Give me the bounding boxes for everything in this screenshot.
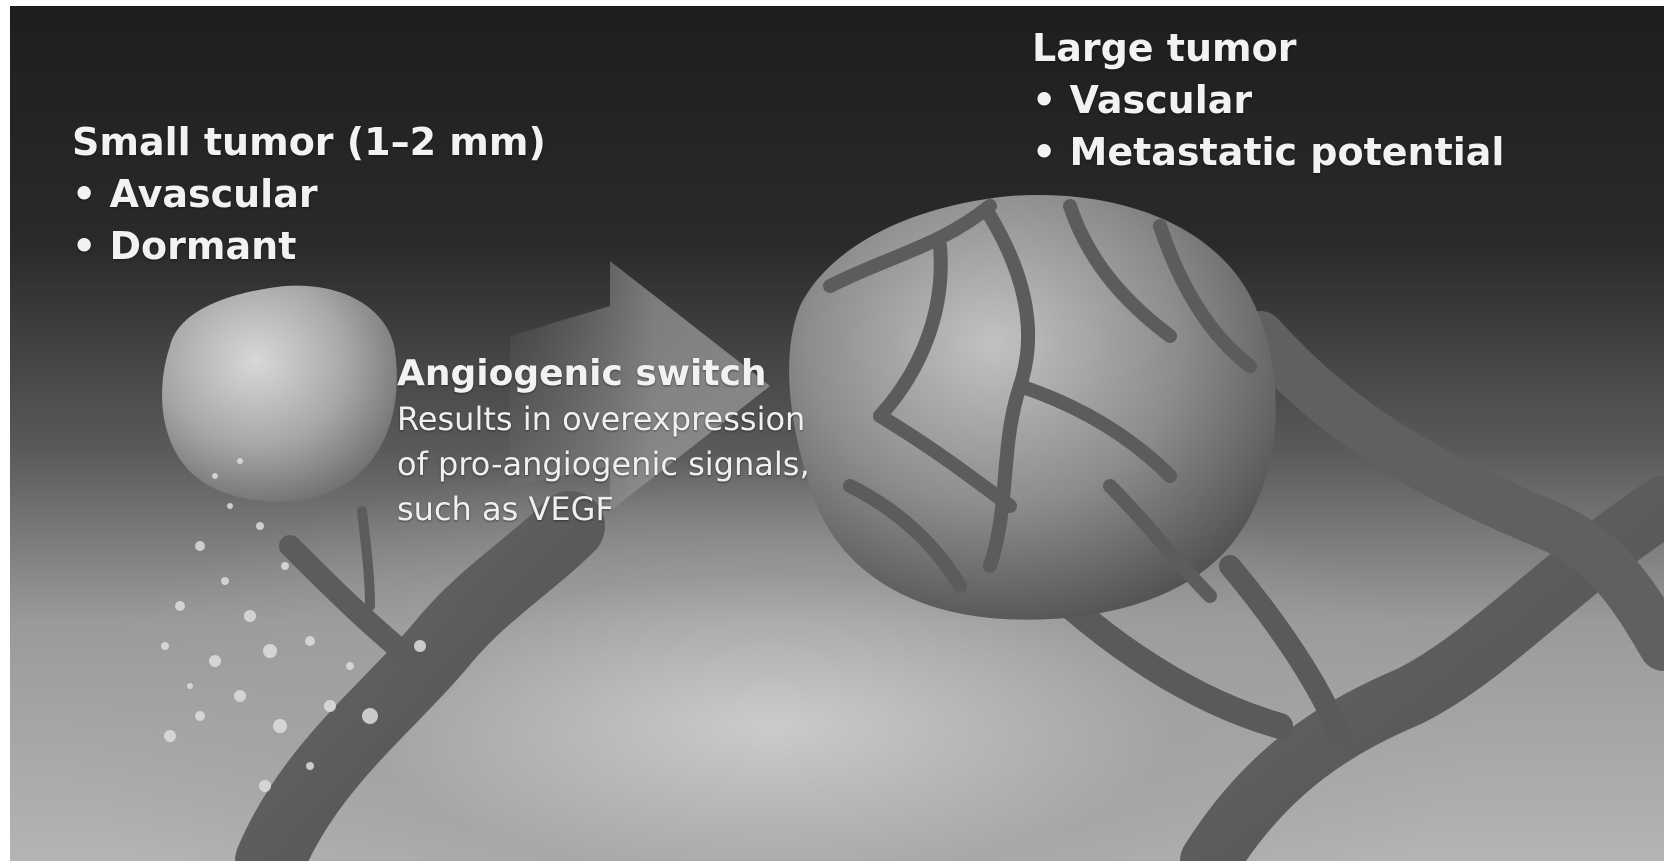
angiogenic-switch-title: Angiogenic switch <box>397 351 810 397</box>
small-tumor-title: Small tumor (1–2 mm) <box>72 116 546 168</box>
small-vessel-branch <box>290 546 420 666</box>
small-tumor-bullet-dormant: • Dormant <box>72 220 546 272</box>
diagram-frame: Small tumor (1–2 mm) • Avascular • Dorma… <box>10 6 1664 861</box>
large-tumor-bullets: • Vascular • Metastatic potential <box>1032 74 1504 178</box>
small-tumor-bullet-avascular: • Avascular <box>72 168 546 220</box>
angiogenic-switch-label: Angiogenic switch Results in overexpress… <box>397 351 810 532</box>
angiogenic-switch-desc-line-1: Results in overexpression <box>397 397 810 442</box>
angiogenic-switch-desc-line-3: such as VEGF <box>397 487 810 532</box>
large-tumor-bullet-vascular: • Vascular <box>1032 74 1504 126</box>
small-tumor-shape <box>162 286 397 502</box>
small-vessel-sprout <box>362 511 370 606</box>
large-vessel-branch-1 <box>1070 606 1280 726</box>
large-vessel-right <box>1260 336 1664 646</box>
small-tumor-label: Small tumor (1–2 mm) • Avascular • Dorma… <box>72 116 546 272</box>
angiogenic-switch-desc-line-2: of pro-angiogenic signals, <box>397 442 810 487</box>
large-tumor-label: Large tumor • Vascular • Metastatic pote… <box>1032 22 1504 178</box>
large-tumor-bullet-metastatic: • Metastatic potential <box>1032 126 1504 178</box>
small-tumor-bullets: • Avascular • Dormant <box>72 168 546 272</box>
large-tumor-shape <box>789 195 1276 620</box>
large-tumor-title: Large tumor <box>1032 22 1504 74</box>
